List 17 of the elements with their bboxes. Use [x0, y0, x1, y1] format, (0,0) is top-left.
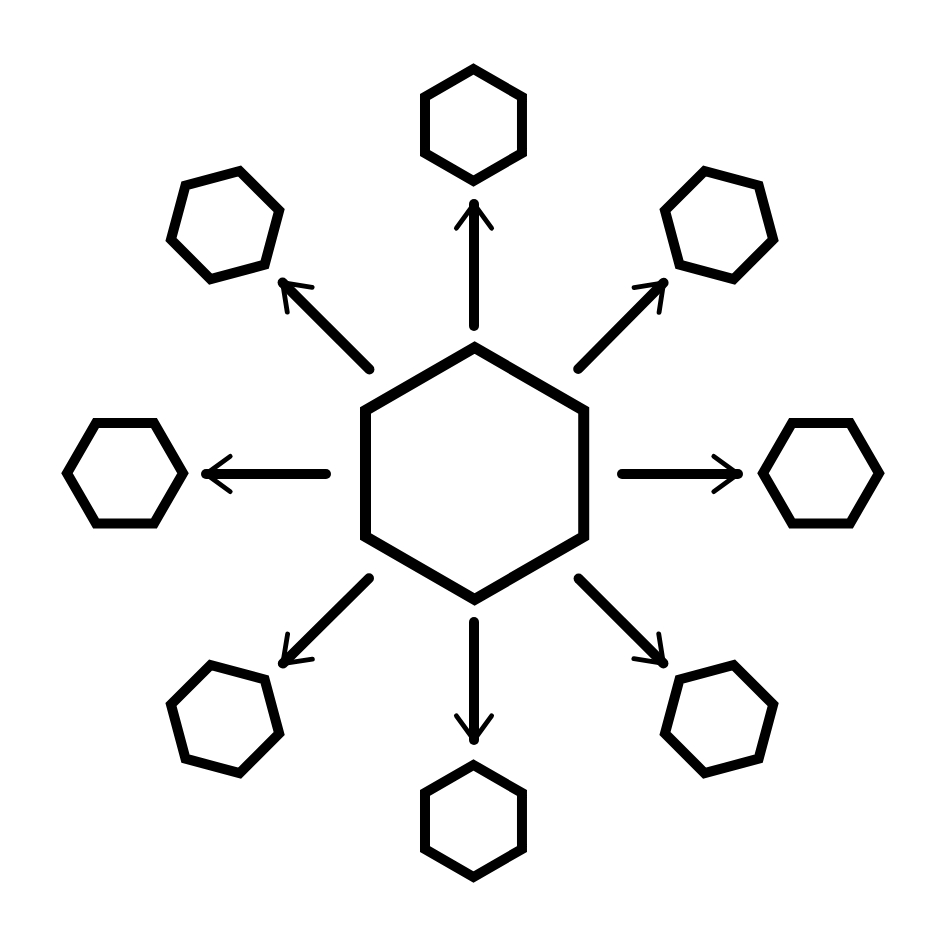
arrow	[454, 199, 494, 331]
arrow	[277, 277, 375, 375]
arrow	[573, 573, 669, 669]
hexagon-shape	[420, 759, 528, 881]
arrow	[617, 454, 743, 494]
hexagon-shape	[166, 166, 286, 286]
hexagon-shape	[660, 660, 780, 780]
hexagon-shape	[757, 418, 883, 530]
hexagon-shape	[660, 166, 780, 286]
hexagon-shape	[420, 63, 528, 185]
arrow	[277, 573, 374, 669]
hexagon-shape	[359, 342, 589, 606]
hexagon-shape	[166, 660, 286, 780]
arrow	[454, 617, 494, 745]
arrow	[201, 454, 331, 494]
arrow	[573, 277, 669, 374]
hexagon-shape	[61, 418, 187, 530]
